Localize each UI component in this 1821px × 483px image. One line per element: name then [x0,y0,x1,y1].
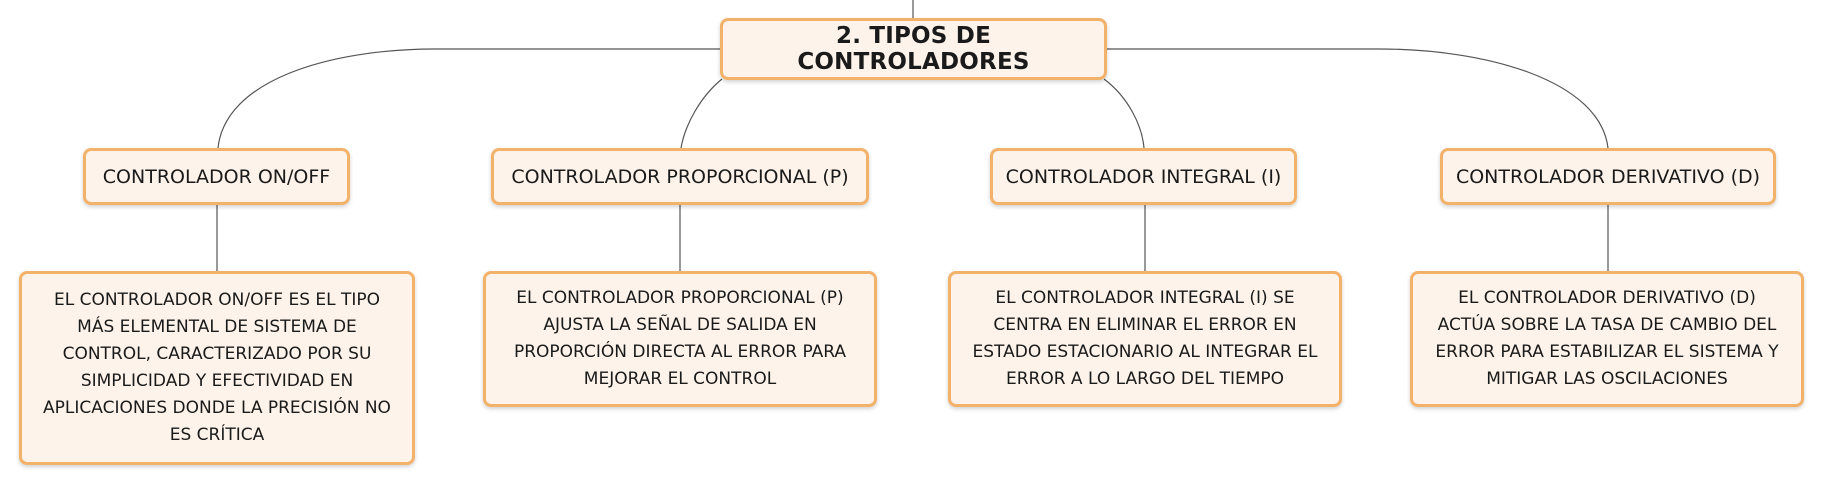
category-node-on-off: CONTROLADOR ON/OFF [83,148,350,205]
category-node-proportional: CONTROLADOR PROPORCIONAL (P) [491,148,869,205]
description-node-derivative: EL CONTROLADOR DERIVATIVO (D) ACTÚA SOBR… [1410,271,1804,407]
description-node-integral: EL CONTROLADOR INTEGRAL (I) SE CENTRA EN… [948,271,1342,407]
connector-root-cat-0 [217,48,720,149]
description-node-proportional: EL CONTROLADOR PROPORCIONAL (P) AJUSTA L… [483,271,877,407]
category-node-derivative: CONTROLADOR DERIVATIVO (D) [1440,148,1776,205]
category-node-integral: CONTROLADOR INTEGRAL (I) [990,148,1297,205]
root-node: 2. TIPOS DE CONTROLADORES [720,18,1107,80]
description-node-on-off: EL CONTROLADOR ON/OFF ES EL TIPO MÁS ELE… [19,271,415,465]
connector-root-cat-3 [1107,48,1609,149]
connector-root-cat-1 [680,78,723,149]
connector-root-cat-2 [1103,78,1145,149]
